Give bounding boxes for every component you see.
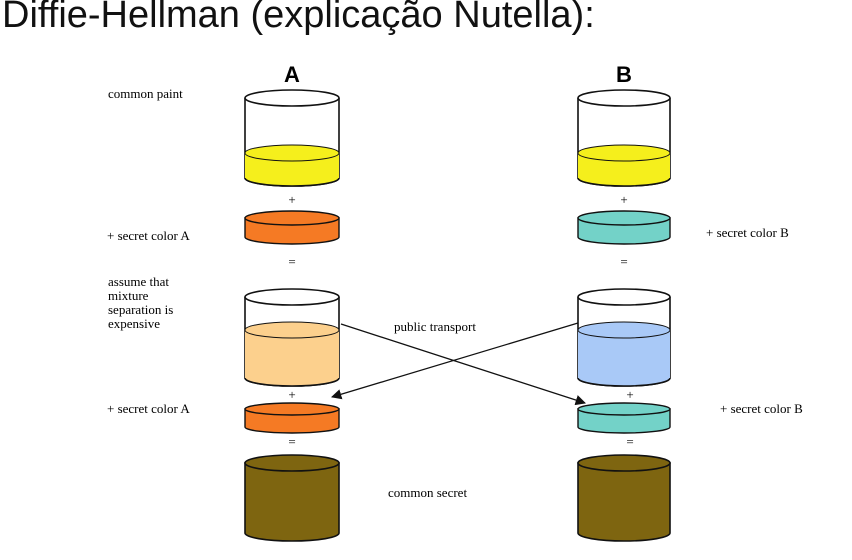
slide-title: Diffie-Hellman (explicação Nutella): [2, 0, 595, 36]
label-secret-color-b-2: + secret color B [720, 401, 803, 416]
common-secret-cup-a [244, 454, 340, 542]
note-mixture-separation: assume that mixture separation is expens… [108, 274, 173, 331]
label-secret-color-b-1: + secret color B [706, 225, 789, 240]
secret-color-disc-b-2 [577, 402, 671, 434]
label-common-secret: common secret [388, 485, 467, 500]
note-line-4: expensive [108, 316, 160, 331]
secret-color-disc-b-1 [577, 210, 671, 245]
arrow-a-to-b [340, 323, 586, 406]
common-paint-cup-b [577, 89, 671, 187]
note-line-1: assume that [108, 274, 169, 289]
equals-a-1: = [288, 254, 295, 269]
label-public-transport: public transport [394, 319, 476, 334]
equals-b-2: = [626, 434, 633, 449]
mixture-cup-a [244, 288, 340, 387]
plus-b-2: + [626, 387, 633, 402]
arrow-b-to-a [331, 322, 579, 400]
note-line-3: separation is [108, 302, 173, 317]
column-header-a: A [284, 62, 300, 87]
mixture-cup-b [577, 288, 671, 387]
equals-a-2: = [288, 434, 295, 449]
common-paint-cup-a [244, 89, 340, 187]
plus-a-1: + [288, 192, 295, 207]
label-secret-color-a-2: + secret color A [107, 401, 190, 416]
equals-b-1: = [620, 254, 627, 269]
common-secret-cup-b [577, 454, 671, 542]
plus-a-2: + [288, 387, 295, 402]
note-line-2: mixture [108, 288, 149, 303]
column-header-b: B [616, 62, 632, 87]
label-common-paint: common paint [108, 86, 183, 101]
secret-color-disc-a-1 [244, 210, 340, 245]
plus-b-1: + [620, 192, 627, 207]
label-secret-color-a-1: + secret color A [107, 228, 190, 243]
secret-color-disc-a-2 [244, 402, 340, 434]
